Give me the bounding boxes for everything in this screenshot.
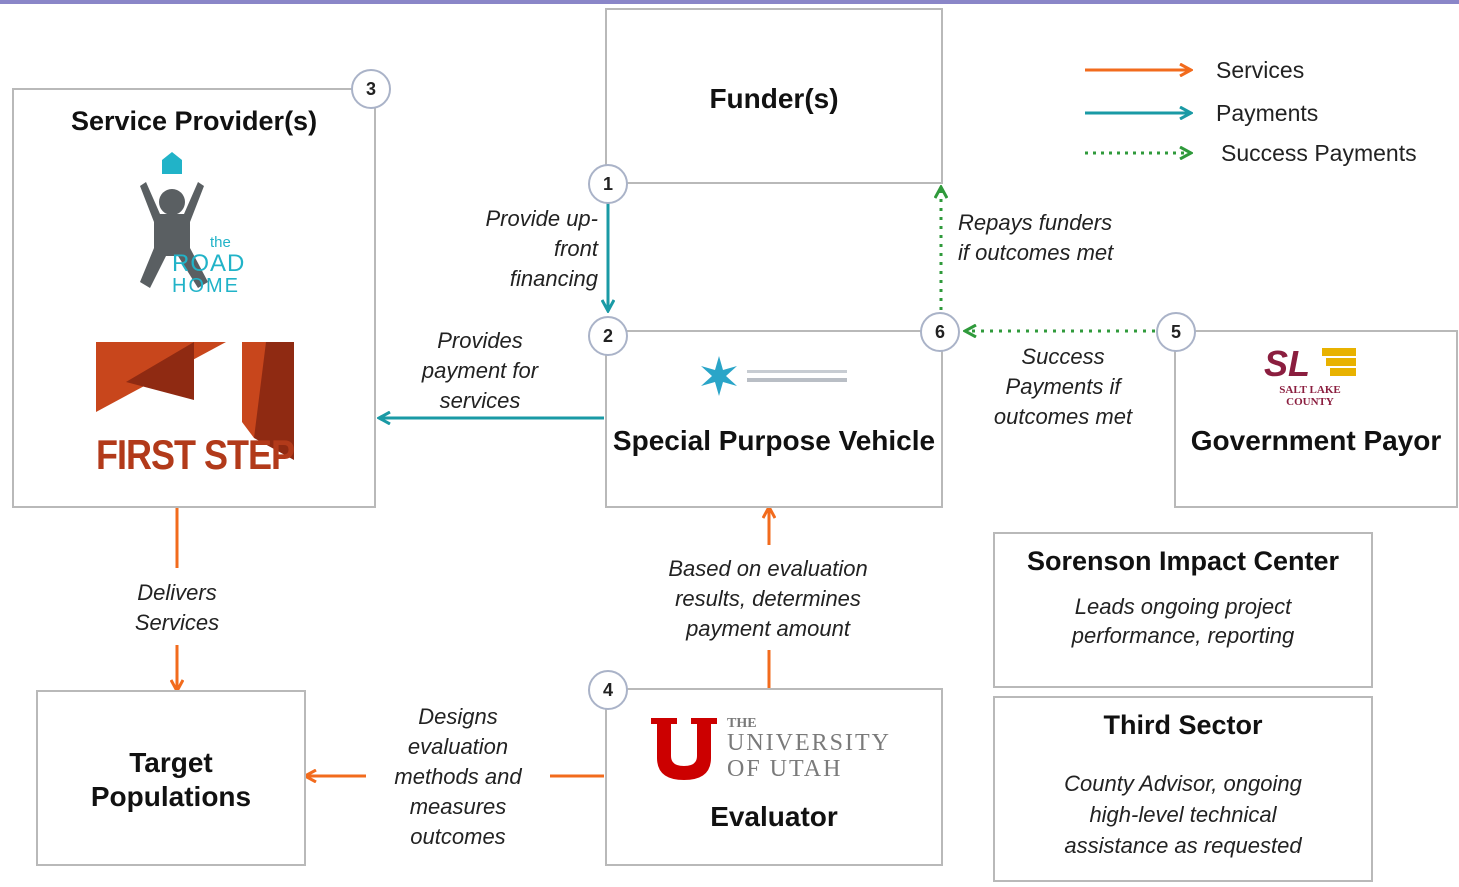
success-payments-label: Success Payments if outcomes met	[993, 344, 1133, 429]
delivers-services-label: Delivers Services	[134, 580, 220, 635]
first-step-logo-icon	[96, 342, 294, 460]
utah-the: THE	[727, 716, 757, 731]
utah-university: UNIVERSITY	[727, 730, 891, 756]
road-home-home: HOME	[172, 275, 240, 297]
step-4-badge: 4	[588, 670, 628, 710]
eval-result-label: Based on evaluation results, determines …	[668, 556, 868, 641]
step-5-badge: 5	[1156, 312, 1196, 352]
salt-lake-county-logo-icon	[1322, 348, 1356, 376]
target-populations-box: Target Populations	[36, 690, 306, 866]
salt-lake-sl: SL	[1264, 343, 1311, 384]
service-provider-box: Service Provider(s) the ROAD HOME FIRST …	[12, 88, 376, 508]
salt-lake-county-text: SALT LAKE COUNTY	[1279, 384, 1341, 408]
utah-of-utah: OF UTAH	[727, 756, 843, 782]
third-sector-box: Third Sector County Advisor, ongoing hig…	[993, 696, 1373, 882]
designs-label: Designs evaluation methods and measures …	[394, 704, 522, 849]
road-home-the: the	[210, 234, 231, 251]
sorenson-text: Leads ongoing project performance, repor…	[1071, 594, 1295, 648]
third-sector-title: Third Sector	[1103, 710, 1263, 740]
government-payor-title: Government Payor	[1190, 425, 1442, 456]
top-border	[0, 0, 1459, 4]
legend-success-label: Success Payments	[1221, 140, 1417, 166]
step-2-badge: 2	[588, 316, 628, 356]
legend-payments-label: Payments	[1216, 100, 1319, 126]
government-payor-box: SL SALT LAKE COUNTY Government Payor	[1174, 330, 1458, 508]
sorenson-box: Sorenson Impact Center Leads ongoing pro…	[993, 532, 1373, 688]
evaluator-box: THE UNIVERSITY OF UTAH Evaluator	[605, 688, 943, 866]
first-step-logo: FIRST STEP	[96, 342, 296, 482]
pay-services-label: Provides payment for services	[421, 328, 539, 413]
salt-lake-county-logo: SL SALT LAKE COUNTY	[1264, 344, 1374, 416]
road-home-road: ROAD	[172, 250, 246, 277]
funder-box: Funder(s)	[605, 8, 943, 184]
spv-star-icon	[701, 356, 847, 396]
service-provider-title: Service Provider(s)	[70, 106, 318, 136]
university-of-utah-logo: THE UNIVERSITY OF UTAH	[651, 716, 901, 788]
university-of-utah-u-icon	[651, 718, 717, 780]
third-sector-text: County Advisor, ongoing high-level techn…	[1064, 771, 1302, 858]
sorenson-title: Sorenson Impact Center	[1026, 546, 1340, 576]
upfront-financing-label: Provide up-front financing	[485, 206, 598, 291]
road-home-person-icon	[140, 152, 208, 288]
road-home-logo: the ROAD HOME	[132, 152, 262, 302]
evaluator-title: Evaluator	[710, 801, 838, 832]
spv-box: Special Purpose Vehicle	[605, 330, 943, 508]
legend-services-label: Services	[1216, 57, 1305, 83]
spv-title: Special Purpose Vehicle	[612, 425, 936, 456]
step-1-badge: 1	[588, 164, 628, 204]
target-populations-title: Target Populations	[90, 747, 252, 812]
funder-title: Funder(s)	[709, 83, 839, 114]
step-3-badge: 3	[351, 69, 391, 109]
repays-label: Repays funders if outcomes met	[958, 210, 1114, 265]
first-step-wordmark: FIRST STEP	[96, 430, 295, 478]
step-6-badge: 6	[920, 312, 960, 352]
